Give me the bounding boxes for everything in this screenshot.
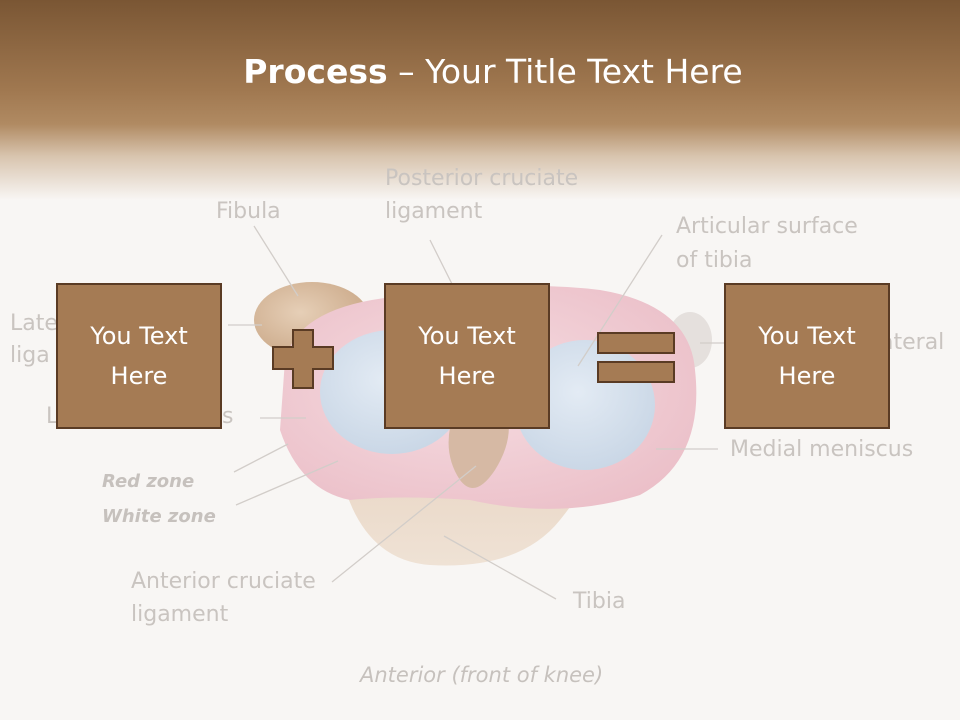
- header-band: [0, 0, 960, 200]
- label-red-zone: Red zone: [102, 471, 194, 492]
- equals-icon: [597, 332, 675, 383]
- label-lateral-2: liga: [10, 343, 50, 368]
- label-fibula: Fibula: [216, 199, 281, 224]
- process-box-1-text: You Text Here: [90, 322, 188, 390]
- label-lateral-meniscus: L: [46, 404, 59, 429]
- label-collateral-tail: ateral: [880, 330, 944, 355]
- label-medial-meniscus: Medial meniscus: [730, 437, 913, 462]
- label-lateral-1: Late: [10, 311, 58, 336]
- process-box-3[interactable]: You Text Here: [724, 283, 890, 429]
- label-posterior-1: Posterior cruciate: [385, 166, 578, 191]
- plus-icon: [272, 329, 334, 389]
- process-box-3-text: You Text Here: [758, 322, 856, 390]
- title-bold: Process: [243, 52, 388, 91]
- label-anterior-1: Anterior cruciate: [131, 569, 316, 594]
- label-white-zone: White zone: [102, 506, 216, 527]
- label-anterior-2: ligament: [131, 602, 229, 627]
- label-lateral-meniscus-tail: s: [222, 404, 233, 429]
- process-box-1[interactable]: You Text Here: [56, 283, 222, 429]
- label-articular-1: Articular surface: [676, 214, 858, 239]
- page-title: Process – Your Title Text Here: [0, 52, 960, 91]
- label-posterior-2: ligament: [385, 199, 483, 224]
- label-articular-2: of tibia: [676, 248, 753, 273]
- process-box-2[interactable]: You Text Here: [384, 283, 550, 429]
- title-rest: – Your Title Text Here: [387, 52, 743, 91]
- label-tibia: Tibia: [572, 589, 625, 614]
- process-box-2-text: You Text Here: [418, 322, 516, 390]
- label-footer: Anterior (front of knee): [358, 663, 603, 687]
